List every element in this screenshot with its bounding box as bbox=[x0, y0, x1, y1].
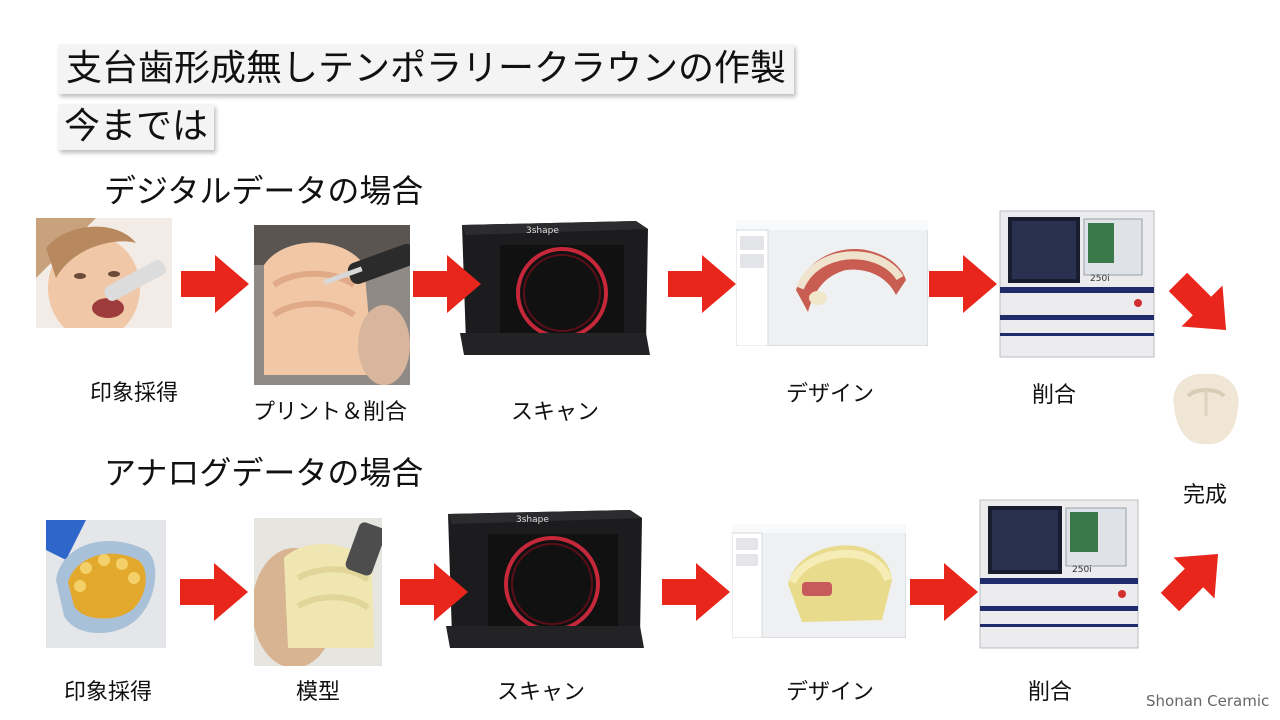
digital-step-5-label: 削合 bbox=[1031, 383, 1076, 408]
photo-print-and-grind bbox=[254, 225, 410, 385]
analog-step-1-label: 印象採得 bbox=[63, 680, 152, 705]
arrow-right-icon bbox=[910, 563, 978, 621]
page-title: 支台歯形成無しテンポラリークラウンの作製 bbox=[58, 44, 795, 94]
arrow-right-icon bbox=[662, 563, 730, 621]
mill-model-text: 250i bbox=[1072, 565, 1092, 575]
page-subtitle: 今までは bbox=[58, 104, 215, 150]
analog-step-2-label: 模型 bbox=[295, 680, 340, 705]
photo-patient-impression bbox=[36, 218, 172, 348]
photo-finished-crown bbox=[1166, 366, 1246, 452]
arrow-right-icon bbox=[180, 563, 248, 621]
photo-impression-tray bbox=[46, 520, 166, 648]
analog-step-4-label: デザイン bbox=[785, 680, 874, 705]
arrow-right-icon bbox=[929, 255, 997, 313]
arrow-down-right-icon bbox=[1164, 268, 1240, 344]
credit-text: Shonan Ceramic bbox=[1146, 692, 1270, 710]
photo-scanner: 3shape bbox=[456, 215, 652, 365]
analog-heading: アナログデータの場合 bbox=[104, 454, 424, 492]
arrow-right-icon bbox=[668, 255, 736, 313]
arrow-right-icon bbox=[400, 563, 468, 621]
scanner-brand-text: 3shape bbox=[516, 515, 549, 525]
scanner-brand-text: 3shape bbox=[526, 226, 559, 236]
photo-milling-machine: 250i bbox=[996, 207, 1158, 367]
digital-step-2-label: プリント＆削合 bbox=[252, 400, 407, 425]
screenshot-design-software bbox=[732, 524, 906, 638]
arrow-up-right-icon bbox=[1156, 540, 1232, 616]
photo-milling-machine: 250i bbox=[976, 496, 1142, 658]
analog-step-3-label: スキャン bbox=[496, 680, 585, 705]
digital-heading: デジタルデータの場合 bbox=[104, 172, 424, 210]
digital-step-3-label: スキャン bbox=[510, 400, 599, 425]
photo-stone-model bbox=[254, 518, 382, 666]
mill-model-text: 250i bbox=[1090, 274, 1110, 284]
arrow-right-icon bbox=[413, 255, 481, 313]
digital-step-4-label: デザイン bbox=[785, 382, 874, 407]
photo-scanner: 3shape bbox=[442, 504, 646, 658]
final-label: 完成 bbox=[1182, 483, 1227, 508]
digital-step-1-label: 印象採得 bbox=[89, 381, 178, 406]
analog-step-5-label: 削合 bbox=[1027, 680, 1072, 705]
arrow-right-icon bbox=[181, 255, 249, 313]
screenshot-design-software bbox=[736, 220, 928, 346]
